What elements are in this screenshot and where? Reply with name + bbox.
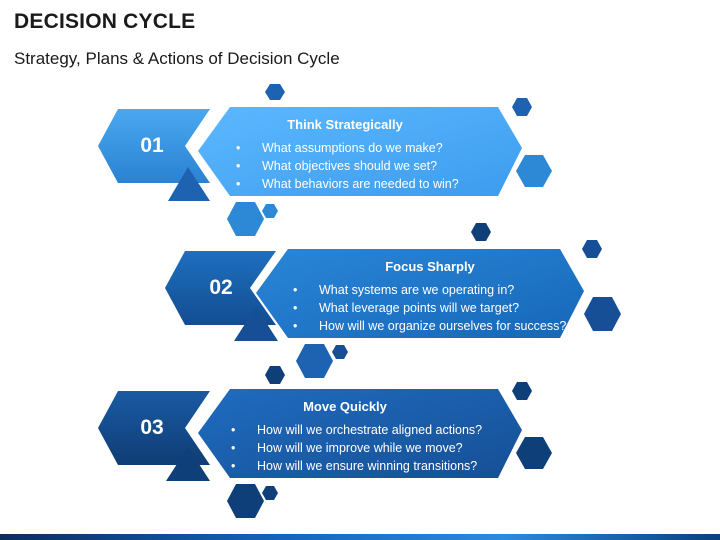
step-3-number-shape (98, 391, 210, 465)
hexagon-decoration (265, 366, 285, 384)
hexagon-decoration (265, 84, 285, 100)
step-3-bullet: How will we ensure winning transitions? (231, 457, 482, 475)
hexagon-decoration (471, 223, 491, 241)
step-3-bullet-list: How will we orchestrate aligned actions?… (231, 421, 482, 475)
step-1-triangle (168, 167, 210, 201)
hexagon-decoration (296, 344, 333, 378)
step-3-bullet: How will we improve while we move? (231, 439, 482, 457)
step-2-number-shape (165, 251, 276, 325)
step-3-bullet: How will we orchestrate aligned actions? (231, 421, 482, 439)
hexagon-decoration (516, 155, 552, 187)
hexagon-decoration (262, 486, 278, 500)
page-title: DECISION CYCLE (14, 10, 196, 33)
step-1-number-shape (98, 109, 210, 183)
hexagon-decoration (262, 204, 278, 218)
step-3-triangle (166, 447, 210, 481)
hexagon-decoration (227, 484, 264, 518)
footer-accent-bar (0, 534, 720, 540)
step-2-heading: Focus Sharply (385, 259, 475, 274)
step-2-bullet: How will we organize ourselves for succe… (293, 317, 566, 335)
step-1-number: 01 (140, 134, 164, 157)
hexagon-decoration (516, 437, 552, 469)
step-1-bullet: What assumptions do we make? (236, 139, 459, 157)
step-1-bullet: What behaviors are needed to win? (236, 175, 459, 193)
step-2-bullet: What systems are we operating in? (293, 281, 566, 299)
step-2-bullet: What leverage points will we target? (293, 299, 566, 317)
step-3-number: 03 (140, 416, 164, 439)
hexagon-decoration (582, 240, 602, 258)
step-1-heading: Think Strategically (287, 117, 403, 132)
step-1-bullet: What objectives should we set? (236, 157, 459, 175)
hexagon-decoration (512, 382, 532, 400)
hexagon-decoration (584, 297, 621, 331)
step-3-heading: Move Quickly (303, 399, 387, 414)
hexagon-decoration (227, 202, 264, 236)
step-2-triangle (234, 307, 278, 341)
step-2-number: 02 (209, 276, 233, 299)
hexagon-decoration (332, 345, 348, 359)
step-2-bullet-list: What systems are we operating in? What l… (293, 281, 566, 335)
hexagon-decoration (512, 98, 532, 116)
page-subtitle: Strategy, Plans & Actions of Decision Cy… (14, 49, 340, 68)
step-1-bullet-list: What assumptions do we make? What object… (236, 139, 459, 193)
